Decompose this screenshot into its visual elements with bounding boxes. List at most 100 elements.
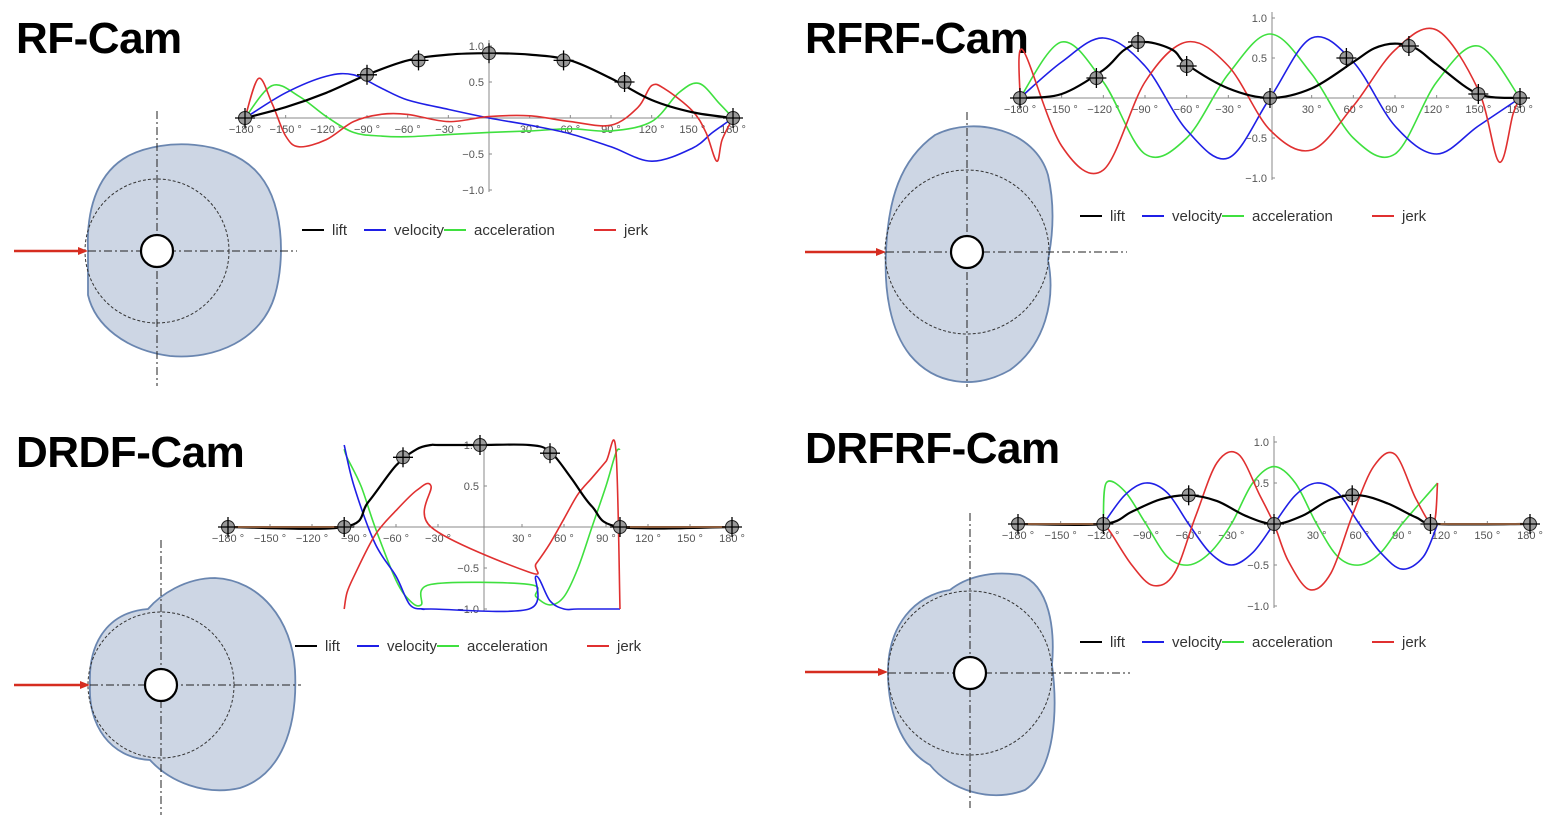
control-point (393, 447, 413, 468)
control-point (1398, 36, 1419, 56)
legend-label-velocity: velocity (387, 638, 438, 655)
y-tick-label: −0.5 (457, 563, 479, 575)
x-tick-label: −180 ° (1002, 530, 1034, 542)
x-tick-label: −120 ° (1087, 104, 1119, 116)
control-point (722, 517, 742, 537)
panel-1: −180 °−150 °−120 °−90 °−60 °−30 °30 °60 … (805, 12, 1533, 387)
x-tick-label: −30 ° (435, 124, 461, 136)
series-acceleration (244, 82, 734, 138)
control-point (408, 50, 429, 71)
x-tick-label: −120 ° (310, 124, 342, 136)
series-acceleration (1102, 465, 1439, 566)
panel-2: −180 °−150 °−120 °−90 °−60 °−30 °30 °60 … (14, 435, 745, 815)
series-lift (227, 443, 733, 530)
legend-label-acceleration: acceleration (1252, 208, 1333, 225)
cam-drawing (14, 540, 301, 815)
control-point (1176, 56, 1197, 76)
x-tick-label: 180 ° (1517, 530, 1543, 542)
x-tick-label: 120 ° (635, 533, 661, 545)
x-tick-label: 120 ° (1424, 104, 1450, 116)
panel-title-rfrf: RFRF-Cam (805, 14, 1029, 63)
legend-label-acceleration: acceleration (474, 222, 555, 239)
x-tick-label: −60 ° (395, 124, 421, 136)
y-tick-label: 0.5 (1252, 53, 1267, 65)
control-point (1178, 485, 1199, 506)
x-tick-label: −60 ° (1174, 104, 1200, 116)
x-tick-label: −90 ° (354, 124, 380, 136)
cam-drawing (14, 111, 297, 386)
x-tick-label: 90 ° (601, 124, 621, 136)
legend-label-jerk: jerk (616, 638, 642, 655)
x-tick-label: −150 ° (270, 124, 302, 136)
legend-label-velocity: velocity (1172, 208, 1223, 225)
x-tick-label: 30 ° (520, 124, 540, 136)
y-tick-label: 0.5 (464, 481, 479, 493)
legend-label-acceleration: acceleration (1252, 634, 1333, 651)
follower-arrow-head (876, 248, 886, 256)
x-tick-label: −60 ° (383, 533, 409, 545)
panel-title-rf: RF-Cam (16, 14, 182, 63)
control-point (357, 64, 377, 85)
control-point (1342, 485, 1363, 506)
cam-drawing (805, 513, 1130, 808)
shaft-hole (139, 233, 175, 269)
y-tick-label: −1.0 (1245, 173, 1267, 185)
legend-label-lift: lift (1110, 634, 1126, 651)
control-point (1420, 514, 1441, 534)
x-tick-label: −150 ° (1045, 530, 1077, 542)
x-tick-label: −90 ° (341, 533, 367, 545)
x-tick-label: −90 ° (1133, 530, 1159, 542)
legend-label-lift: lift (332, 222, 348, 239)
x-tick-label: −90 ° (1132, 104, 1158, 116)
panel-0: −180 °−150 °−120 °−90 °−60 °−30 °30 °60 … (14, 40, 746, 386)
follower-arrow-head (80, 681, 90, 689)
x-tick-label: 120 ° (639, 124, 665, 136)
x-tick-label: −30 ° (425, 533, 451, 545)
x-tick-label: 60 ° (554, 533, 574, 545)
legend-label-acceleration: acceleration (467, 638, 548, 655)
y-tick-label: −0.5 (462, 149, 484, 161)
control-point (479, 43, 499, 64)
panel-3: −180 °−150 °−120 °−90 °−60 °−30 °30 °60 … (805, 436, 1543, 808)
x-tick-label: −150 ° (1046, 104, 1078, 116)
x-tick-label: 150 ° (679, 124, 705, 136)
x-tick-label: 30 ° (1302, 104, 1322, 116)
panel-title-drfrf: DRFRF-Cam (805, 424, 1060, 473)
control-point (235, 108, 255, 128)
x-tick-label: 150 ° (677, 533, 703, 545)
y-tick-label: −0.5 (1247, 560, 1269, 572)
x-tick-label: −30 ° (1218, 530, 1244, 542)
x-tick-label: 90 ° (596, 533, 616, 545)
x-tick-label: 150 ° (1474, 530, 1500, 542)
control-point (723, 108, 743, 128)
control-point (1008, 514, 1028, 534)
x-tick-label: −180 ° (212, 533, 244, 545)
x-tick-label: −180 ° (229, 124, 261, 136)
cam-drawing (805, 112, 1127, 387)
cam-profile (86, 143, 282, 358)
control-point (540, 443, 560, 464)
legend-label-jerk: jerk (1401, 634, 1427, 651)
legend-label-velocity: velocity (1172, 634, 1223, 651)
control-point (1510, 88, 1530, 108)
x-tick-label: 180 ° (719, 533, 745, 545)
x-tick-label: 90 ° (1392, 530, 1412, 542)
y-tick-label: −0.5 (1245, 133, 1267, 145)
legend-label-velocity: velocity (394, 222, 445, 239)
legend: lift velocity acceleration jerk (1080, 634, 1427, 651)
series-acceleration (1019, 33, 1521, 159)
x-tick-label: −120 ° (296, 533, 328, 545)
control-point (1010, 88, 1030, 108)
shaft-hole (143, 667, 179, 703)
y-tick-label: 1.0 (1252, 13, 1267, 25)
series-jerk (1018, 27, 1521, 175)
control-point (614, 72, 635, 92)
series-jerk (343, 439, 621, 610)
cam-profile (89, 577, 297, 792)
y-tick-label: 0.5 (469, 77, 484, 89)
x-tick-label: 30 ° (512, 533, 532, 545)
